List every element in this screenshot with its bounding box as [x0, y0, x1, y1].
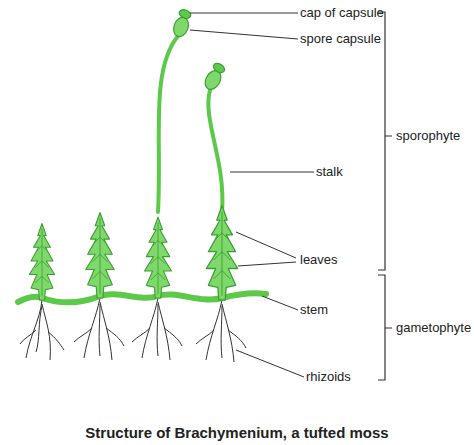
figure-caption: Structure of Brachymenium, a tufted moss — [0, 424, 474, 441]
group-label: gametophyte — [396, 320, 471, 336]
part-label: leaves — [300, 252, 338, 268]
stem-drawing — [18, 293, 266, 302]
part-label: rhizoids — [306, 369, 351, 385]
part-label: stem — [300, 302, 328, 318]
bracket — [378, 12, 392, 380]
stalk-drawing — [208, 90, 222, 212]
spore-capsule-drawing — [171, 8, 226, 92]
part-label: stalk — [316, 164, 343, 180]
rhizoids-drawing — [20, 298, 246, 362]
leader-line — [190, 13, 314, 377]
part-label: cap of capsule — [300, 5, 384, 21]
leafy-shoot-drawing — [29, 206, 238, 301]
stalk-drawing — [158, 36, 178, 212]
group-label: sporophyte — [396, 128, 460, 144]
part-label: spore capsule — [300, 31, 381, 47]
